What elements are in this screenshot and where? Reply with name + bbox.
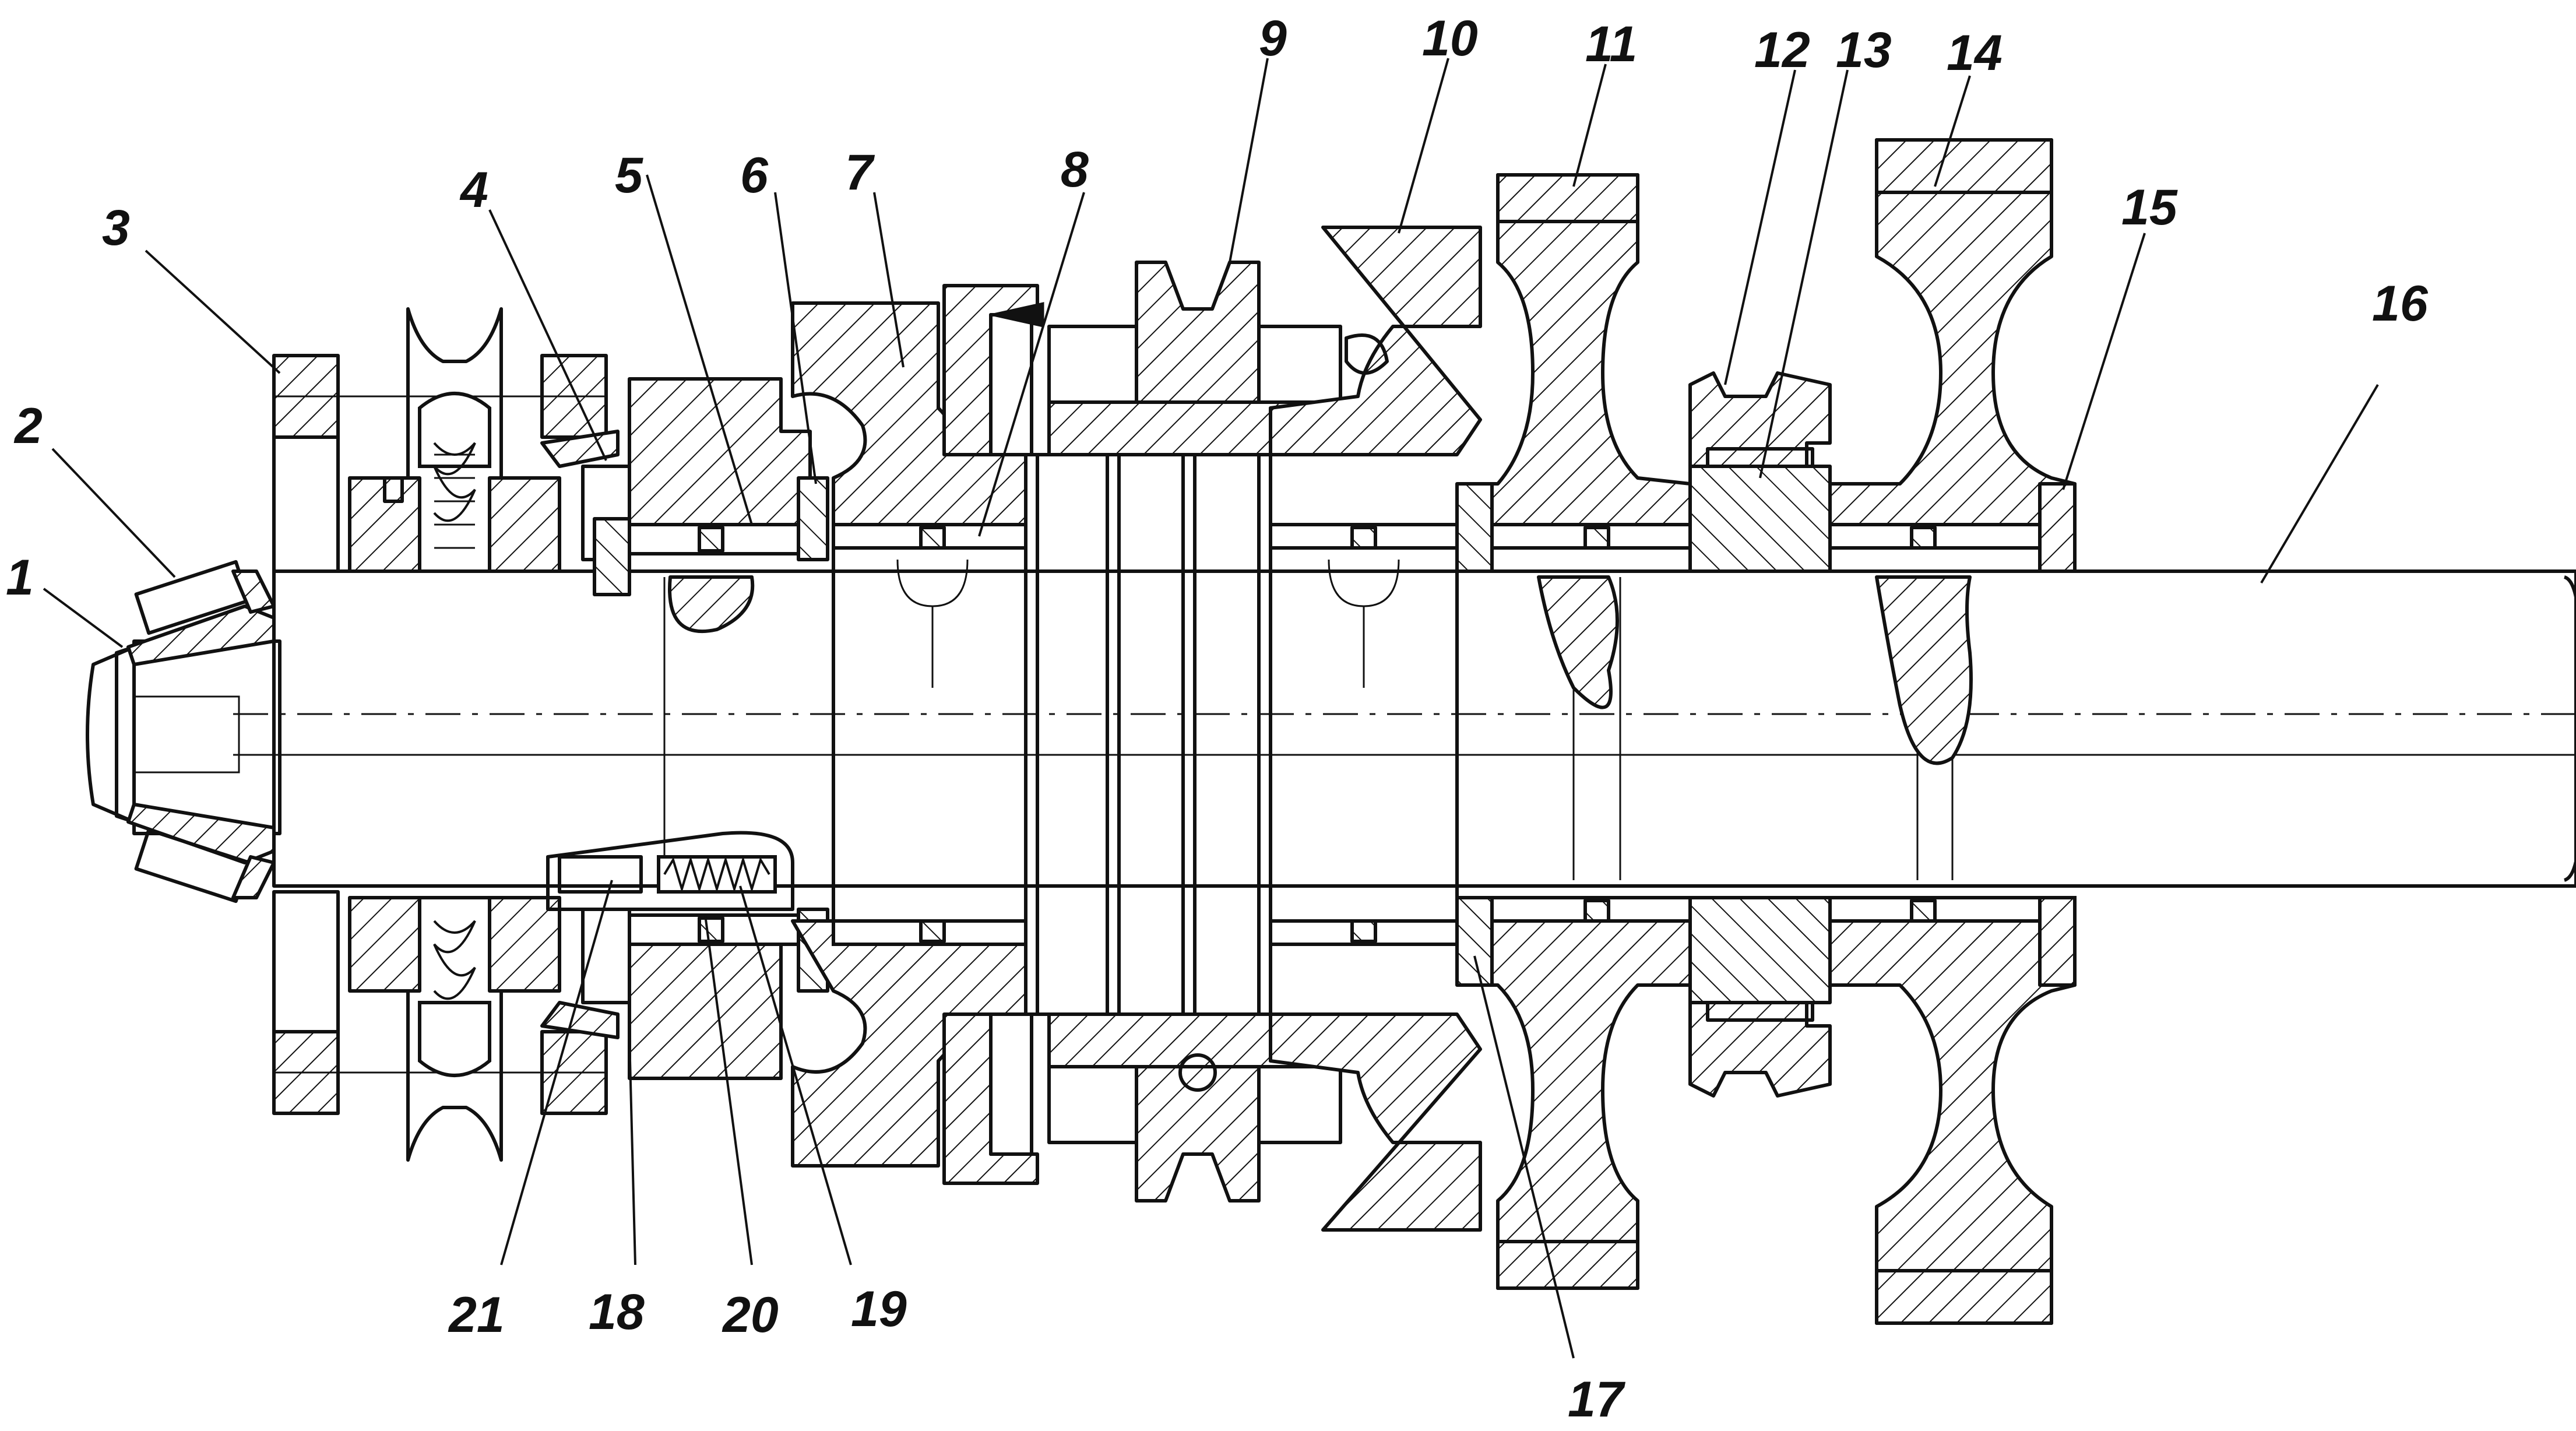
callout-6: 6 — [740, 147, 769, 203]
sliding-coupling — [1688, 371, 1832, 1098]
gear-14 — [1828, 138, 2077, 1325]
callout-labels: 1 2 3 4 5 6 7 8 9 10 11 12 13 14 15 16 1… — [6, 10, 2429, 1428]
callout-5: 5 — [615, 147, 643, 203]
tapered-roller-bearing — [126, 560, 276, 903]
callout-17: 17 — [1568, 1372, 1626, 1428]
gear-11 — [1461, 173, 1692, 1290]
leader-lines — [43, 58, 2379, 1359]
callout-14: 14 — [1947, 25, 2003, 81]
synchronizer-8 — [942, 284, 1044, 1185]
callout-15: 15 — [2121, 180, 2178, 235]
end-cover — [272, 354, 608, 1115]
pulley-lower — [348, 896, 561, 1162]
pulley-upper — [348, 307, 561, 573]
callout-16: 16 — [2372, 276, 2429, 332]
callout-3: 3 — [102, 200, 130, 256]
callout-10: 10 — [1422, 10, 1478, 66]
center-gear-block — [1024, 325, 1342, 1144]
callout-2: 2 — [13, 398, 43, 454]
callout-13: 13 — [1836, 22, 1892, 78]
clutch-hub-5 — [628, 377, 812, 1080]
callout-12: 12 — [1754, 22, 1810, 78]
callout-7: 7 — [845, 145, 875, 201]
spring-plunger — [546, 831, 794, 911]
callout-4: 4 — [459, 162, 488, 218]
pulley-9 — [1135, 261, 1261, 1203]
callout-9: 9 — [1259, 10, 1287, 66]
sleeve-17 — [1455, 482, 1494, 987]
callout-20: 20 — [722, 1287, 779, 1343]
callout-11: 11 — [1585, 16, 1637, 72]
callout-8: 8 — [1061, 142, 1089, 198]
spacer-bushing — [2038, 482, 2077, 987]
callout-1: 1 — [6, 550, 34, 606]
gear-10 — [1269, 226, 1482, 1232]
bearing-ring-6 — [797, 476, 829, 993]
callout-18: 18 — [589, 1284, 645, 1340]
main-shaft — [233, 569, 2576, 888]
callout-21: 21 — [448, 1287, 505, 1343]
shaft-end-nut — [86, 639, 281, 835]
callout-19: 19 — [851, 1281, 907, 1337]
